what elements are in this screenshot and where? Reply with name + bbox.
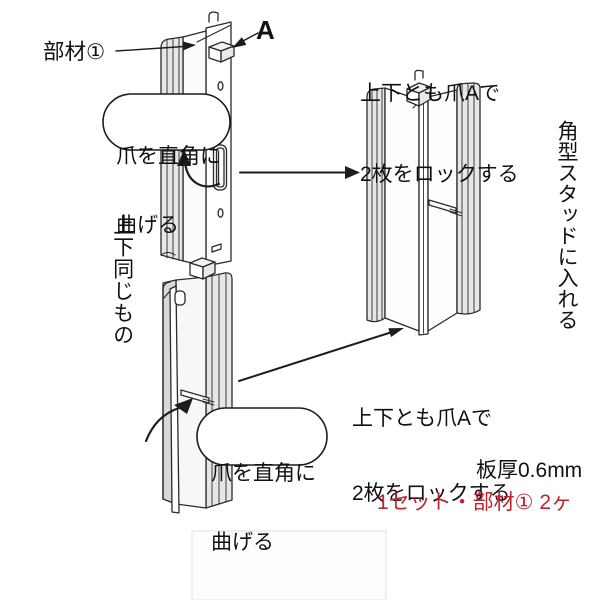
lock-note-bottom-line2: 2枚をロックする [352,482,511,505]
claw-a-label: A [256,15,275,45]
bubble-top-outline [102,93,231,151]
bubble-top-line1: 爪を直角に [116,145,221,168]
bend-arrow-top-icon [177,149,221,188]
assembly-arrow-bottom-icon [238,328,404,382]
bend-arrow-bottom-icon [144,398,193,443]
bubble-bottom-line2: 曲げる [211,531,274,554]
lock-note-top-line2: 2枚をロックする [360,163,519,186]
assembled-part-drawing [366,69,481,336]
faint-footprint-rectangle [191,530,387,600]
bubble-bottom-outline [196,407,328,466]
lock-note-bottom: 上下とも爪Aで 2枚をロックする [352,356,511,556]
same-top-bottom-note: 上下同じもの [110,214,134,346]
bubble-bottom-line1: 爪を直角に [211,462,316,485]
sheet-thickness-note: 板厚0.6mm [476,459,583,482]
insert-into-stud-note: スターパッチを 角型スタッドに入れる [499,120,600,335]
bubble-top-callout: 爪を直角に 曲げる [116,99,221,283]
assembly-arrow-top-icon [239,166,360,179]
lock-note-bottom-line1: 上下とも爪Aで [352,407,493,430]
claw-a-arrow-icon [232,32,259,48]
lock-note-top-line1: 上下とも爪Aで [360,82,501,105]
bubble-bottom-callout: 爪を直角に 曲げる [211,416,316,600]
bubble-top-line2: 曲げる [116,214,179,237]
lock-note-top: 上下とも爪Aで 2枚をロックする [360,26,519,242]
insert-note-col2: 角型スタッドに入れる [555,120,578,330]
part-label-arrow-icon [115,41,196,52]
diagram-arrows [115,32,404,443]
part-number-label: 部材① [43,40,106,64]
speech-bubbles [102,93,328,466]
set-quantity-note: 1セット・部材① 2ヶ [377,491,573,514]
